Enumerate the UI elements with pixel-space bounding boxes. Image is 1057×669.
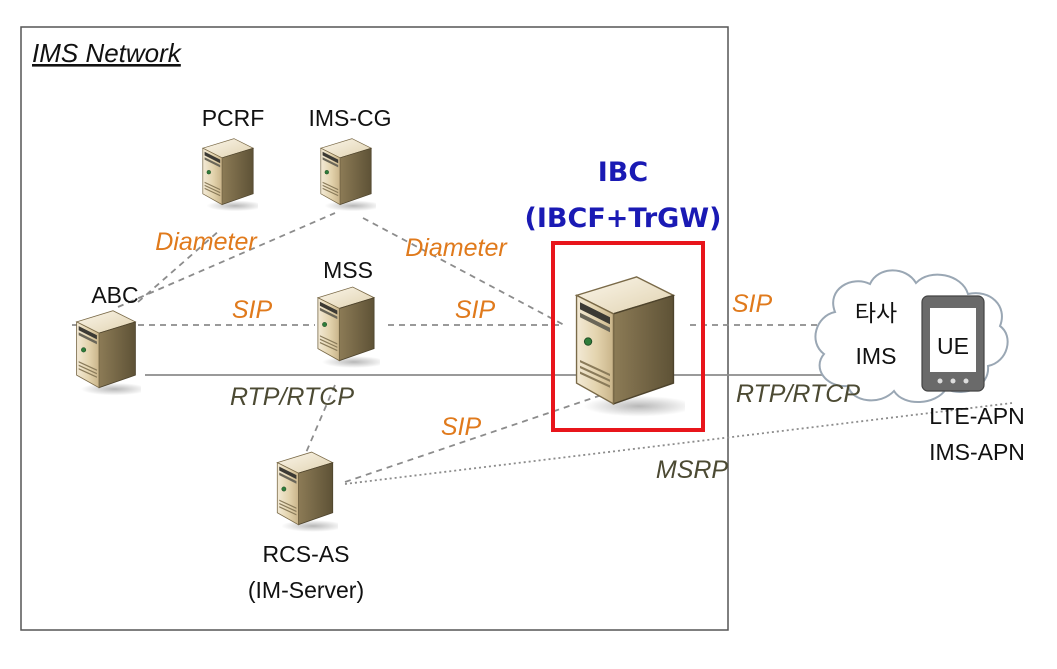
edge-label-msrp: MSRP	[656, 456, 729, 484]
pcrf-label: PCRF	[202, 105, 265, 131]
abc-label: ABC	[91, 282, 138, 308]
ue-phone-icon	[921, 295, 985, 392]
edge-label-sip-mss-ibc: SIP	[455, 296, 496, 324]
ims-network-region	[20, 26, 729, 631]
cloud-label-carrier: 타사	[855, 300, 897, 326]
edge-label-sip-rcs-ibc: SIP	[441, 413, 482, 441]
edge-mss-rcs	[304, 384, 336, 456]
rcs-as-label: RCS-AS	[263, 541, 350, 567]
mss-server-icon	[317, 286, 380, 369]
ibc-server-icon	[575, 276, 685, 418]
imscg-label: IMS-CG	[308, 105, 391, 131]
edge-label-sip-ibc-cloud: SIP	[732, 290, 773, 318]
ibc-title: IBC	[598, 157, 648, 188]
edge-label-rtp-right: RTP/RTCP	[736, 380, 860, 408]
edge-label-diameter-right: Diameter	[405, 234, 508, 262]
apn-label-lte: LTE-APN	[929, 403, 1024, 429]
mss-label: MSS	[323, 257, 373, 283]
apn-label-ims: IMS-APN	[929, 439, 1025, 465]
edge-rcs-ibc-sip	[344, 381, 641, 483]
abc-server-icon	[76, 310, 141, 396]
edge-label-rtp-left: RTP/RTCP	[230, 383, 354, 411]
cloud-label-ims: IMS	[856, 343, 897, 369]
edge-label-diameter-left: Diameter	[155, 228, 258, 256]
edge-imscg-ibc	[362, 217, 567, 327]
ibc-highlight-box	[551, 241, 705, 432]
edge-msrp	[344, 402, 1013, 485]
rcs-as-server-icon	[276, 451, 338, 533]
imscg-server-icon	[320, 138, 376, 212]
rcs-as-sublabel: (IM-Server)	[248, 577, 364, 603]
pcrf-server-icon	[202, 138, 258, 212]
edge-abc-pcrf	[137, 229, 221, 303]
edge-label-sip-abc-mss: SIP	[232, 296, 273, 324]
ue-label: UE	[937, 333, 969, 359]
connection-lines	[72, 212, 1013, 485]
ibc-subtitle: (IBCF+TrGW)	[525, 203, 722, 234]
region-title: IMS Network	[32, 38, 183, 68]
